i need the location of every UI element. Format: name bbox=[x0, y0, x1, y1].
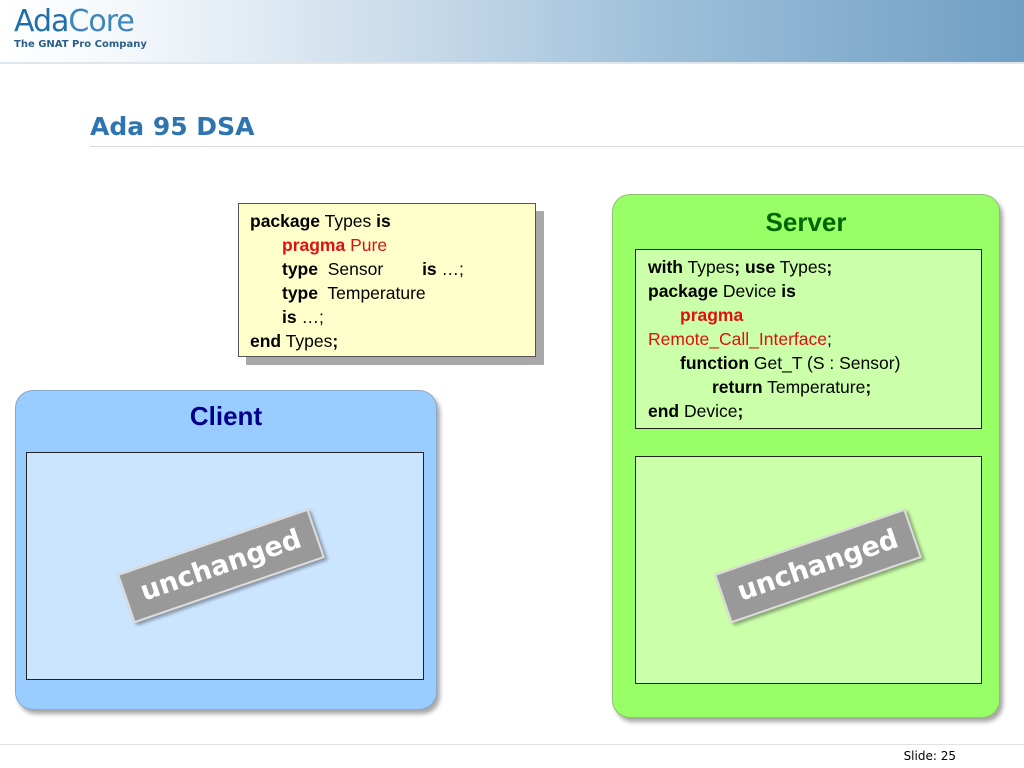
code-token: Remote_Call_Interface bbox=[648, 329, 827, 349]
server-panel: Server with Types; use Types; package De… bbox=[612, 194, 1000, 718]
code-token: Temperature bbox=[762, 377, 866, 397]
code-token: Types bbox=[775, 257, 827, 277]
code-token: Get_T (S : Sensor) bbox=[749, 353, 901, 373]
code-line: pragma Pure bbox=[250, 233, 535, 257]
logo-tagline: The GNAT Pro Company bbox=[14, 39, 147, 50]
code-token: pragma bbox=[282, 235, 346, 255]
types-package-code: package Types is pragma Pure type Sensor… bbox=[238, 203, 536, 357]
title-divider bbox=[90, 146, 1024, 147]
slide-number-label: Slide: bbox=[903, 749, 937, 763]
code-token: return bbox=[712, 377, 763, 397]
code-token: package bbox=[250, 211, 321, 231]
code-token: ; bbox=[332, 331, 339, 351]
code-token: Device bbox=[718, 281, 782, 301]
logo-ada: Ada bbox=[14, 4, 69, 39]
code-line: type Sensor is …; bbox=[250, 257, 535, 281]
server-title: Server bbox=[765, 207, 847, 237]
code-line: package Types is bbox=[250, 209, 535, 233]
adacore-logo: AdaCore The GNAT Pro Company bbox=[14, 6, 147, 51]
code-token: …; bbox=[436, 259, 464, 279]
code-token: Types bbox=[281, 331, 333, 351]
code-token: ; use bbox=[734, 257, 776, 277]
code-token: end bbox=[250, 331, 282, 351]
code-token: Types bbox=[320, 211, 377, 231]
code-token: type bbox=[282, 259, 318, 279]
code-line: end Types; bbox=[250, 329, 535, 353]
code-token: with bbox=[648, 257, 683, 277]
code-token: ; bbox=[826, 329, 832, 349]
slide-number-value: 25 bbox=[940, 749, 956, 763]
code-token: ; bbox=[826, 257, 833, 277]
code-line: Remote_Call_Interface; bbox=[648, 327, 981, 351]
code-token: Sensor bbox=[317, 259, 423, 279]
footer-divider bbox=[0, 744, 1024, 745]
code-token: end bbox=[648, 401, 680, 421]
code-token: ; bbox=[865, 377, 872, 397]
code-token: Temperature bbox=[317, 283, 426, 303]
logo-core: Core bbox=[68, 4, 134, 39]
code-line: pragma bbox=[648, 303, 981, 327]
code-token: package bbox=[648, 281, 719, 301]
code-token: is bbox=[422, 259, 437, 279]
code-token: function bbox=[680, 353, 750, 373]
code-token: Device bbox=[679, 401, 738, 421]
code-line: with Types; use Types; bbox=[648, 255, 981, 279]
server-device-code: with Types; use Types; package Device is… bbox=[635, 249, 982, 429]
code-line: type Temperature bbox=[250, 281, 535, 305]
client-title: Client bbox=[189, 401, 263, 431]
code-line: package Device is bbox=[648, 279, 981, 303]
code-token: pragma bbox=[680, 305, 744, 325]
code-token: is bbox=[376, 211, 391, 231]
code-line: is …; bbox=[250, 305, 535, 329]
code-token: ; bbox=[737, 401, 744, 421]
slide-number: Slide: 25 bbox=[904, 749, 956, 763]
code-token: …; bbox=[296, 307, 324, 327]
code-token: is bbox=[781, 281, 796, 301]
code-token: Pure bbox=[345, 235, 388, 255]
header-banner: AdaCore The GNAT Pro Company bbox=[0, 0, 1024, 64]
code-token: type bbox=[282, 283, 318, 303]
logo-wordmark: AdaCore bbox=[14, 6, 147, 38]
slide-title: Ada 95 DSA bbox=[90, 112, 255, 141]
code-line: end Device; bbox=[648, 399, 981, 423]
code-token: Types bbox=[683, 257, 735, 277]
code-line: function Get_T (S : Sensor) bbox=[648, 351, 981, 375]
code-token: is bbox=[282, 307, 297, 327]
code-line: return Temperature; bbox=[648, 375, 981, 399]
